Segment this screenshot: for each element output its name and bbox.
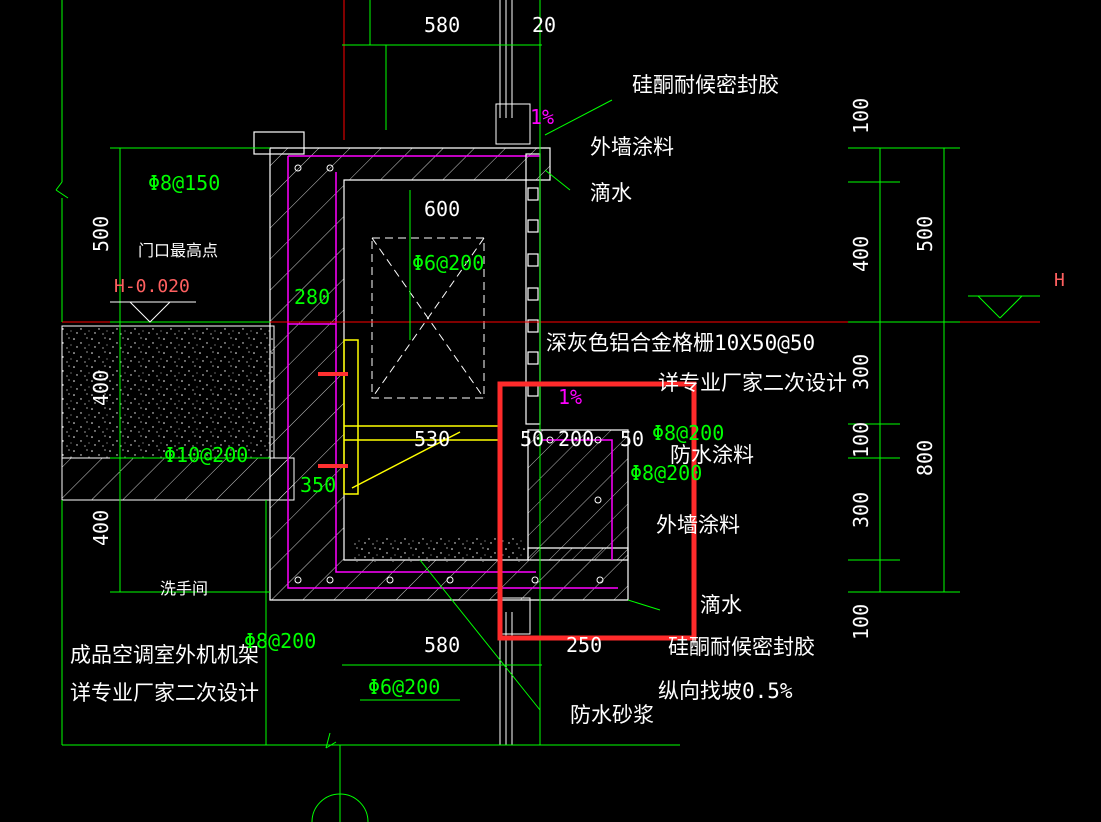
dim-right-300b: 300 — [849, 492, 873, 528]
label-ac-frame: 成品空调室外机机架 — [70, 643, 259, 667]
left-slab-lower — [61, 457, 295, 501]
label-waterproof-paint: 防水涂料 — [670, 443, 754, 467]
dim-right-100c: 100 — [849, 604, 873, 640]
ac-bracket — [343, 339, 500, 495]
dim-350: 350 — [300, 473, 336, 497]
dim-right-100b: 100 — [849, 422, 873, 458]
dim-530: 530 — [414, 427, 450, 451]
dim-right-300a: 300 — [849, 354, 873, 390]
ac-unit-outline — [371, 237, 485, 399]
label-rebar-6-200-top: Φ6@200 — [412, 251, 484, 275]
label-ac-frame-note: 详专业厂家二次设计 — [70, 681, 259, 705]
rebar-dots — [294, 164, 604, 584]
label-rebar-8-200-b: Φ8@200 — [630, 461, 702, 485]
dim-bottom-580: 580 — [424, 633, 460, 657]
dim-280: 280 — [294, 285, 330, 309]
level-marker-left — [110, 301, 196, 323]
red-reference-lines — [62, 0, 1040, 323]
label-sealant-bottom: 硅酮耐候密封胶 — [668, 635, 815, 659]
label-rebar-8-150: Φ8@150 — [148, 171, 220, 195]
label-grille: 深灰色铝合金格栅10X50@50 — [546, 331, 815, 355]
label-washroom: 洗手间 — [160, 579, 208, 598]
label-level-h: H-0.020 — [114, 276, 190, 297]
dim-bottom-250: 250 — [566, 633, 602, 657]
dim-right-800: 800 — [913, 440, 937, 476]
label-paint-mid: 外墙涂料 — [656, 513, 740, 537]
left-slab-upper — [61, 325, 275, 459]
label-waterproof-mortar: 防水砂浆 — [570, 703, 654, 727]
label-drip-top: 滴水 — [590, 181, 632, 205]
label-longitudinal-slope: 纵向找坡0.5% — [658, 679, 793, 703]
dim-top-580: 580 — [424, 13, 460, 37]
highlight-box — [497, 381, 697, 641]
label-rebar-8-200-left: Φ8@200 — [244, 629, 316, 653]
dim-200: 200 — [558, 427, 594, 451]
dim-50a: 50 — [520, 427, 544, 451]
dim-left-400a: 400 — [89, 370, 113, 406]
label-slope-top: 1% — [530, 105, 554, 129]
concrete-inner-outline — [287, 155, 618, 589]
dim-50b: 50 — [620, 427, 644, 451]
label-sealant-top: 硅酮耐候密封胶 — [632, 73, 779, 97]
gravel-fill — [352, 536, 526, 562]
label-rebar-6-200-bottom: Φ6@200 — [368, 675, 440, 699]
axis-circle — [311, 793, 369, 822]
bolt-markers — [318, 372, 348, 468]
label-level-right: H — [1054, 270, 1065, 291]
label-paint-top: 外墙涂料 — [590, 135, 674, 159]
label-rebar-10-200: Φ10@200 — [164, 443, 248, 467]
label-grille-note: 详专业厂家二次设计 — [658, 371, 847, 395]
dim-right-100a: 100 — [849, 98, 873, 134]
label-slope-mid: 1% — [558, 385, 582, 409]
dim-left-500: 500 — [89, 216, 113, 252]
dim-600: 600 — [424, 197, 460, 221]
label-door-highest: 门口最高点 — [138, 241, 218, 260]
dim-top-20: 20 — [532, 13, 556, 37]
label-drip-bottom: 滴水 — [700, 593, 742, 617]
dim-left-400b: 400 — [89, 510, 113, 546]
label-rebar-8-200-a: Φ8@200 — [652, 421, 724, 445]
dim-right-500: 500 — [913, 216, 937, 252]
dim-right-400: 400 — [849, 236, 873, 272]
